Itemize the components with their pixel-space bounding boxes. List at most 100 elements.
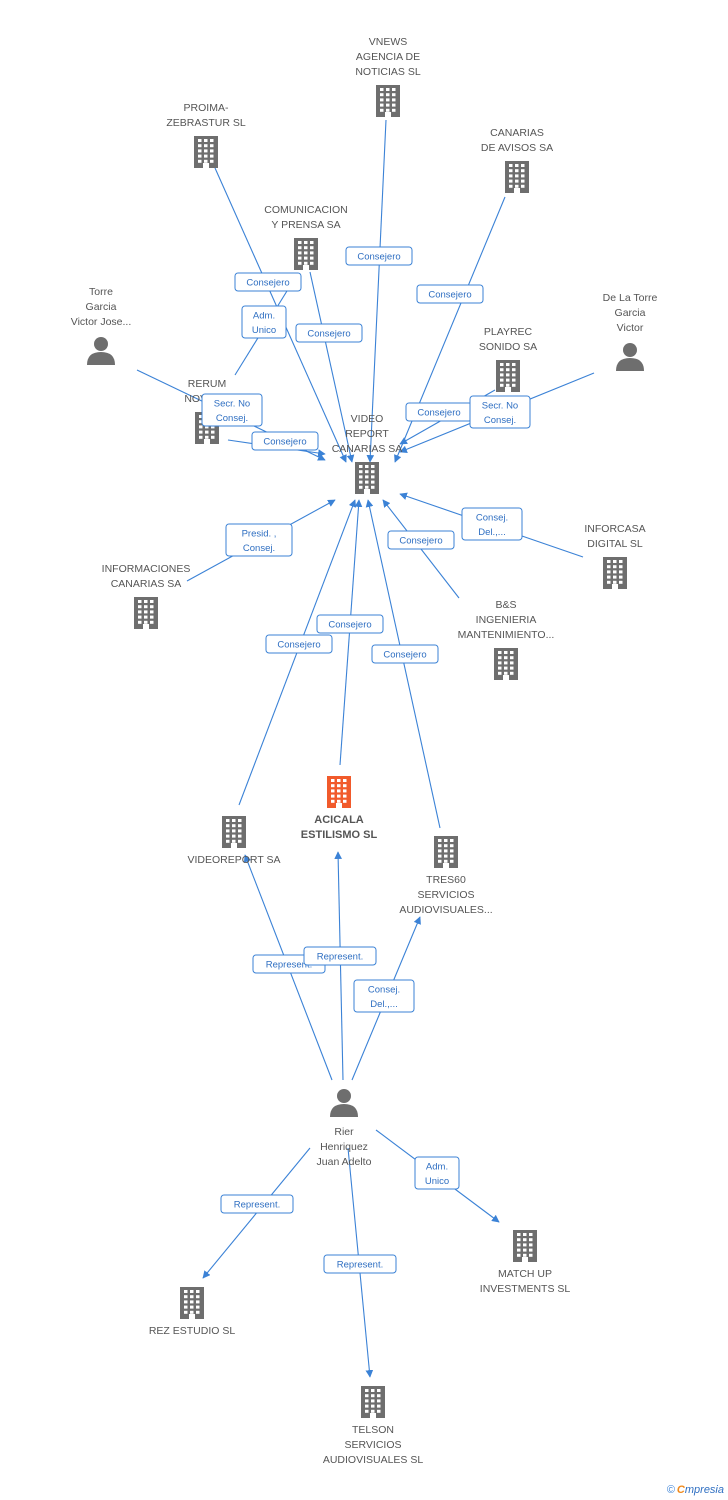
node-label: Juan Adelto: [317, 1156, 372, 1168]
role-label[interactable]: Consej.Del.,...: [353, 979, 415, 1013]
role-label[interactable]: Represent.: [303, 946, 377, 966]
building-window: [613, 575, 617, 579]
role-label[interactable]: Represent.: [323, 1254, 397, 1274]
role-text: Secr. No: [214, 399, 250, 410]
role-label[interactable]: Consejero: [387, 530, 455, 550]
building-window: [438, 859, 442, 863]
building-window: [365, 1399, 369, 1403]
role-label[interactable]: Represent.: [220, 1194, 294, 1214]
role-label[interactable]: Consejero: [316, 614, 384, 634]
building-window: [619, 580, 623, 584]
role-label[interactable]: Consejero: [234, 272, 302, 292]
role-text: Consej.: [216, 413, 248, 424]
building-door: [189, 1314, 195, 1319]
role-label[interactable]: Consejero: [416, 284, 484, 304]
building-window: [310, 261, 314, 265]
node-label: INFORMACIONES: [102, 563, 191, 575]
node-tres60[interactable]: TRES60SERVICIOSAUDIOVISUALES...: [399, 836, 493, 916]
role-label[interactable]: Consejero: [371, 644, 439, 664]
building-window: [190, 1300, 194, 1304]
building-window: [310, 256, 314, 260]
role-label[interactable]: Adm.Unico: [241, 305, 287, 339]
building-window: [523, 1238, 527, 1242]
building-window: [331, 779, 335, 782]
building-icon: [327, 776, 351, 808]
building-window: [529, 1243, 533, 1247]
brand-name: mpresia: [684, 1484, 724, 1496]
role-label[interactable]: Consejero: [405, 402, 473, 422]
building-window: [529, 1233, 533, 1236]
node-label: SERVICIOS: [345, 1439, 402, 1451]
role-label[interactable]: Presid. ,Consej.: [225, 523, 293, 557]
building-window: [144, 610, 148, 614]
role-label[interactable]: Secr. No Consej.: [201, 393, 263, 427]
role-label[interactable]: Consejero: [295, 323, 363, 343]
building-window: [607, 560, 611, 563]
role-label[interactable]: Consejero: [251, 431, 319, 451]
building-window: [365, 1404, 369, 1408]
node-label: Victor: [617, 322, 644, 334]
node-videoreport[interactable]: VIDEOREPORT SA: [188, 816, 281, 866]
building-door: [443, 863, 449, 868]
building-window: [521, 174, 525, 178]
building-window: [500, 363, 504, 366]
building-window: [190, 1290, 194, 1293]
building-window: [138, 605, 142, 609]
node-label: De La Torre: [603, 292, 658, 304]
building-window: [509, 184, 513, 188]
building-icon: [222, 816, 246, 848]
building-window: [498, 656, 502, 660]
role-label[interactable]: Adm.Unico: [414, 1156, 460, 1190]
building-window: [343, 794, 347, 798]
building-window: [331, 799, 335, 803]
node-bs[interactable]: B&SINGENIERIAMANTENIMIENTO...: [458, 599, 555, 680]
building-window: [371, 470, 375, 474]
building-window: [438, 839, 442, 842]
node-label: PROIMA-: [184, 102, 229, 114]
building-window: [304, 261, 308, 265]
building-window: [515, 179, 519, 183]
role-box: [220, 1194, 294, 1214]
role-label[interactable]: Consejero: [345, 246, 413, 266]
building-window: [359, 485, 363, 489]
building-window: [198, 139, 202, 142]
node-label: Rier: [334, 1126, 354, 1138]
person-icon: [87, 337, 115, 365]
building-window: [512, 368, 516, 372]
building-window: [198, 159, 202, 163]
building-window: [510, 661, 514, 665]
building-window: [438, 854, 442, 858]
node-label: COMUNICACION: [264, 204, 347, 216]
building-window: [226, 839, 230, 843]
node-rez[interactable]: REZ ESTUDIO SL: [149, 1287, 236, 1337]
node-label: B&S: [495, 599, 516, 611]
building-window: [359, 470, 363, 474]
edge-comunicacion-to-video_report: [309, 271, 355, 463]
role-label[interactable]: Consej.Del.,...: [461, 507, 523, 541]
node-proima[interactable]: PROIMA-ZEBRASTUR SL: [166, 102, 246, 168]
building-door: [370, 1413, 376, 1418]
building-window: [510, 651, 514, 654]
building-window: [512, 373, 516, 377]
role-label[interactable]: Consejero: [265, 634, 333, 654]
building-window: [504, 656, 508, 660]
empresia-watermark: ©Cmpresia: [667, 1484, 724, 1496]
building-window: [144, 620, 148, 624]
role-text: Consejero: [277, 640, 320, 651]
building-window: [205, 430, 209, 434]
